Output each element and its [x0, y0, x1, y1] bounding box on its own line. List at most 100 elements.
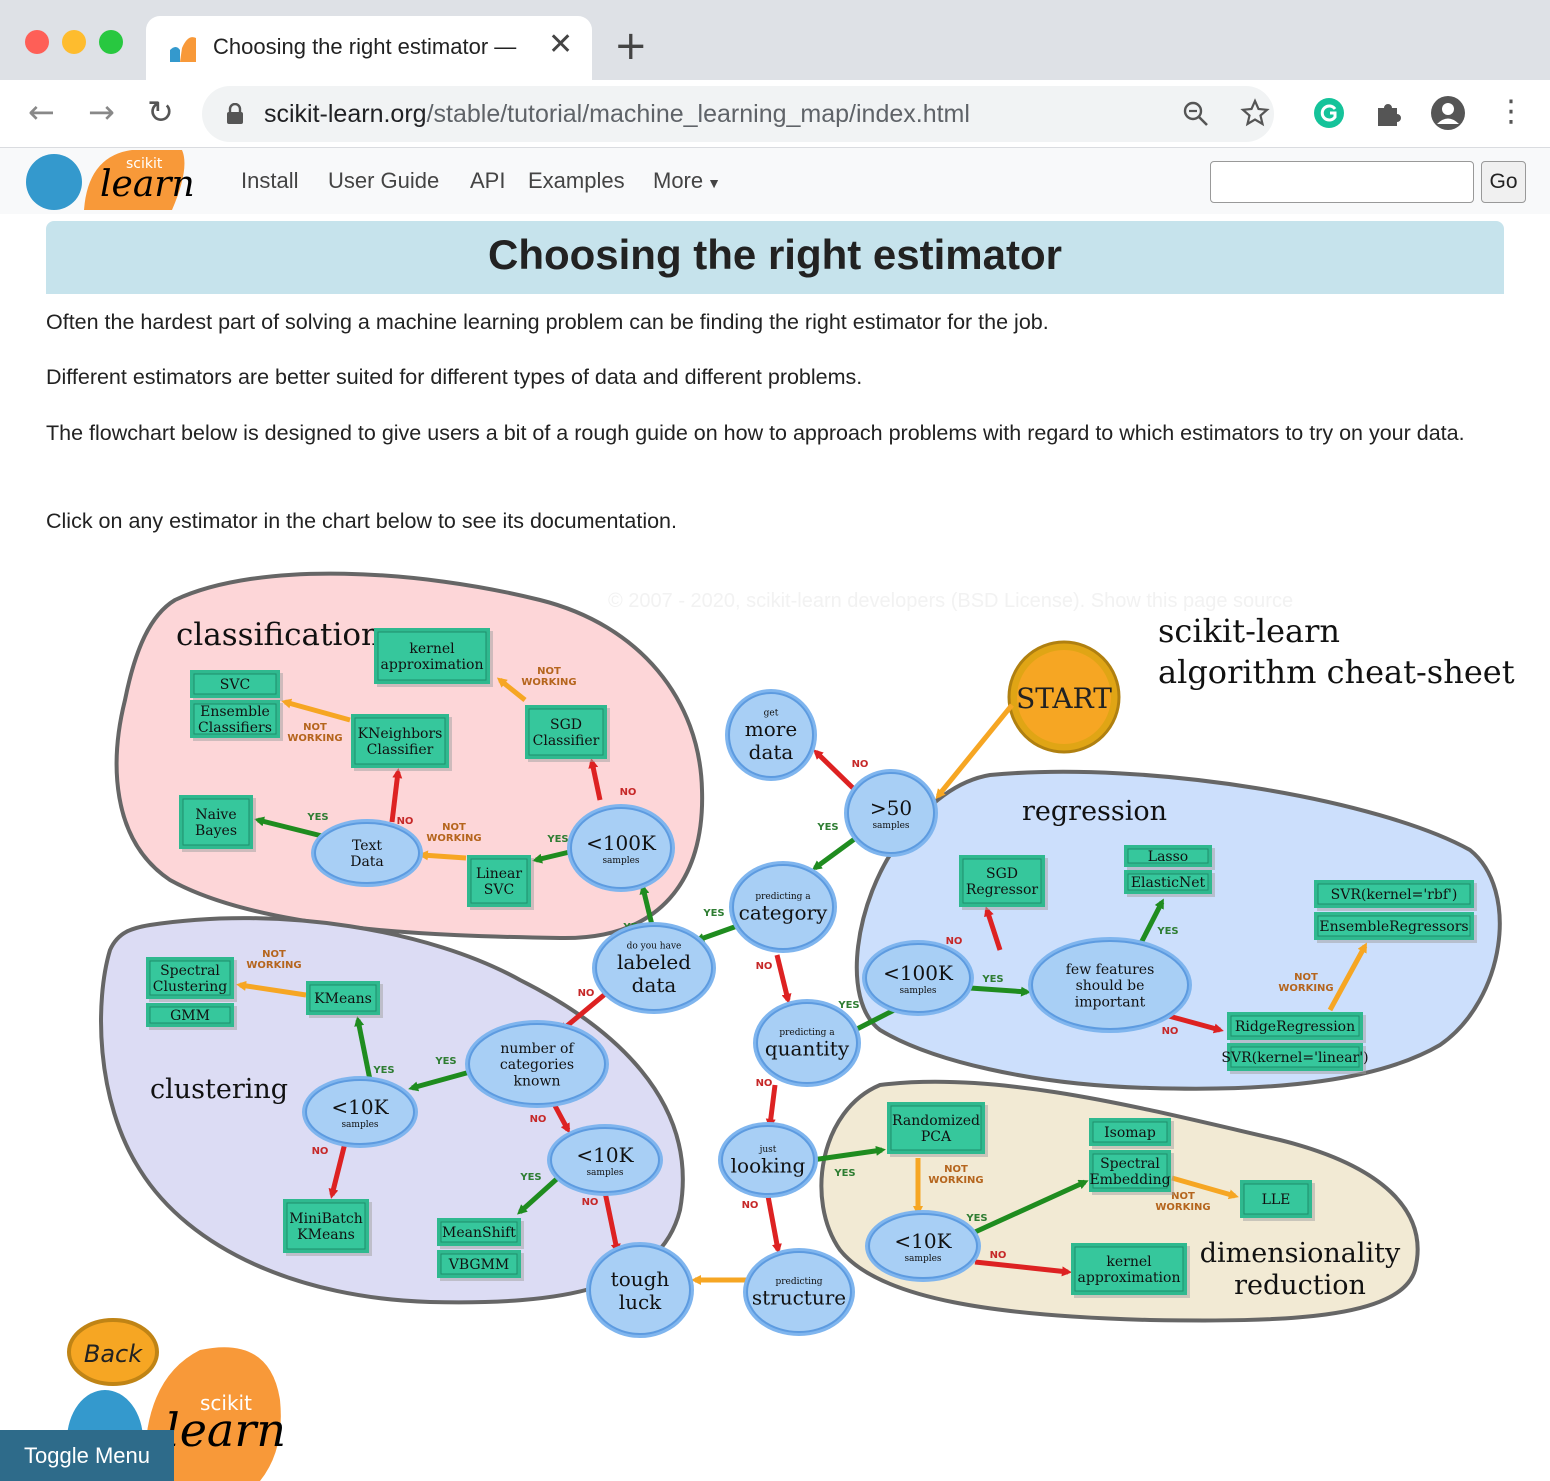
back-button[interactable]: Back — [67, 1318, 159, 1386]
extensions-puzzle-icon[interactable] — [1373, 97, 1405, 129]
edge-0 — [935, 703, 1014, 800]
star-bookmark-icon[interactable] — [1240, 98, 1270, 128]
not-working-label-5-a: NOT — [1294, 972, 1318, 983]
forward-arrow-icon[interactable]: → — [88, 93, 115, 131]
estimator-svr-linear[interactable]: SVR(kernel='linear') — [1221, 1043, 1369, 1074]
estimator-svr-rbf-line-0: SVR(kernel='rbf') — [1331, 887, 1458, 903]
cheatsheet-title-line1: scikit-learn — [1158, 612, 1340, 650]
estimator-sgd-reg-line-1: Regressor — [966, 882, 1039, 898]
estimator-spectral-emb-line-0: Spectral — [1100, 1156, 1160, 1172]
browser-tab-bar: Choosing the right estimator — ✕ + — [0, 0, 1550, 80]
minimize-window-button[interactable] — [62, 30, 86, 54]
toggle-menu-button[interactable]: Toggle Menu — [0, 1430, 174, 1481]
not-working-label-0-a: NOT — [537, 666, 561, 677]
nav-link-install[interactable]: Install — [241, 168, 299, 193]
not-working-label-2-b: WORKING — [426, 833, 481, 844]
estimator-gmm[interactable]: GMM — [146, 1003, 237, 1030]
edge-18 — [550, 1100, 571, 1134]
search-input[interactable] — [1210, 161, 1474, 203]
estimator-svc-line-0: SVC — [220, 677, 250, 693]
estimator-ensemble-reg[interactable]: EnsembleRegressors — [1314, 912, 1477, 943]
close-window-button[interactable] — [25, 30, 49, 54]
estimator-ridge[interactable]: RidgeRegression — [1227, 1012, 1366, 1043]
edge-label-12: NO — [312, 1146, 329, 1157]
not-working-label-0-b: WORKING — [521, 677, 576, 688]
back-arrow-icon[interactable]: ← — [28, 93, 55, 131]
edge-label-21: NO — [756, 1078, 773, 1089]
scikit-learn-logo[interactable]: scikit learn — [22, 148, 208, 212]
estimator-svr-linear-line-0: SVR(kernel='linear') — [1221, 1050, 1368, 1066]
estimator-elasticnet[interactable]: ElasticNet — [1124, 870, 1215, 897]
estimator-lle[interactable]: LLE — [1240, 1180, 1315, 1221]
zoom-out-icon[interactable] — [1182, 100, 1210, 128]
nav-link-more[interactable]: More▼ — [653, 168, 721, 193]
edge-label-20: NO — [1162, 1026, 1179, 1037]
lock-icon — [227, 103, 243, 124]
estimator-kmeans[interactable]: KMeans — [306, 981, 383, 1018]
tab-title: Choosing the right estimator — — [213, 34, 517, 59]
svg-text:START: START — [1016, 682, 1112, 715]
edge-labels: NOYESYESYESNOYESNOYESNONOYESYESNONOYESNO… — [246, 666, 1333, 1261]
kebab-menu-icon[interactable]: ⋮ — [1496, 94, 1526, 129]
start-node[interactable]: START — [1007, 640, 1121, 754]
decision-few-features-line-2: important — [1075, 994, 1146, 1010]
edge-label-24: NO — [990, 1250, 1007, 1261]
new-tab-button[interactable]: + — [614, 23, 648, 69]
decision-lt100k-cls-line-1: samples — [602, 856, 639, 866]
browser-tab[interactable]: Choosing the right estimator — ✕ — [146, 16, 592, 80]
edge-23 — [1137, 898, 1165, 947]
close-tab-icon[interactable]: ✕ — [548, 27, 574, 62]
decision-more-data-line-1: more — [745, 717, 797, 741]
grammarly-extension-icon[interactable] — [1313, 97, 1345, 129]
edge-30 — [973, 1179, 1089, 1235]
estimator-svr-rbf[interactable]: SVR(kernel='rbf') — [1314, 880, 1477, 911]
estimator-sgd-cls-line-0: SGD — [550, 717, 582, 733]
nav-link-user-guide[interactable]: User Guide — [328, 168, 440, 193]
decision-more-data-line-2: data — [749, 740, 794, 764]
svg-text:Back: Back — [84, 1340, 143, 1368]
edge-13 — [774, 954, 792, 1004]
nav-link-examples[interactable]: Examples — [528, 168, 625, 193]
edge-label-11: YES — [372, 1065, 394, 1076]
edge-32 — [1171, 1175, 1239, 1200]
not-working-label-6-b: WORKING — [1155, 1202, 1210, 1213]
estimator-isomap[interactable]: Isomap — [1089, 1118, 1174, 1149]
maximize-window-button[interactable] — [99, 30, 123, 54]
decision-quantity-line-1: quantity — [765, 1037, 850, 1061]
estimator-vbgmm[interactable]: VBGMM — [437, 1250, 524, 1281]
edge-label-18: YES — [981, 974, 1003, 985]
decision-few-features-line-1: should be — [1076, 978, 1145, 994]
regression-label: regression — [1022, 796, 1167, 827]
profile-avatar-icon[interactable] — [1430, 95, 1466, 131]
estimator-minibatch-line-0: MiniBatch — [289, 1211, 362, 1227]
reload-icon[interactable]: ↻ — [147, 93, 174, 131]
address-bar[interactable]: scikit-learn.org/stable/tutorial/machine… — [202, 86, 1274, 142]
estimator-naive-bayes-line-0: Naive — [195, 807, 236, 823]
edge-label-14: YES — [519, 1172, 541, 1183]
nav-link-api[interactable]: API — [470, 168, 506, 193]
decision-quantity-line-0: predicting a — [779, 1028, 835, 1038]
estimator-lasso[interactable]: Lasso — [1124, 845, 1215, 870]
estimator-svc[interactable]: SVC — [190, 670, 283, 701]
site-navbar: scikit learn Install User Guide API Exam… — [0, 148, 1550, 214]
go-button[interactable]: Go — [1481, 161, 1526, 203]
decision-lt10k-clu1-line-1: samples — [341, 1120, 378, 1130]
estimator-meanshift[interactable]: MeanShift — [437, 1218, 524, 1249]
decision-tough-luck-line-0: tough — [611, 1267, 670, 1291]
not-working-label-4-b: WORKING — [928, 1175, 983, 1186]
